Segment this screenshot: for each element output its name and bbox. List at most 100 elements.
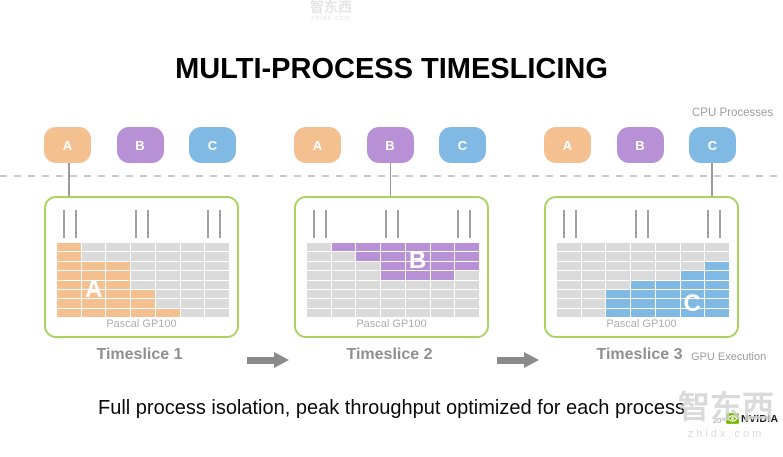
process-bubble-label: B — [385, 137, 395, 153]
gpu-cell — [180, 289, 205, 299]
gpu-cell — [405, 299, 430, 308]
gpu-cell — [430, 261, 455, 271]
gpu-cell — [680, 243, 705, 252]
gpu-grid-cells — [57, 243, 229, 317]
gpu-cell — [155, 280, 180, 289]
process-bubble-a: A — [544, 127, 591, 163]
gpu-cell — [405, 243, 430, 252]
gpu-cell — [205, 308, 229, 317]
gpu-cell — [557, 261, 581, 271]
gpu-cell — [131, 271, 155, 280]
gpu-cell — [581, 261, 606, 271]
nvidia-logo: NVIDIA — [726, 412, 778, 425]
gpu-cell — [356, 280, 381, 289]
gpu-cell — [180, 252, 205, 261]
gpu-cell — [180, 299, 205, 308]
gpu-cell — [356, 261, 381, 271]
active-process-letter: B — [408, 246, 427, 274]
gpu-cell — [131, 261, 155, 271]
gpu-cell — [180, 243, 205, 252]
gpu-cell — [57, 289, 81, 299]
gpu-cell — [557, 252, 581, 261]
queue-tick — [207, 210, 209, 238]
process-bubble-label: A — [62, 137, 73, 153]
queue-tick — [719, 210, 721, 238]
gpu-panel: C Pascal GP100 — [544, 196, 739, 338]
queue-tick — [563, 210, 565, 238]
gpu-utilization-grid: A — [57, 243, 229, 317]
gpu-cell — [356, 252, 381, 261]
queue-tick — [385, 210, 387, 238]
process-bubble-b: B — [116, 127, 164, 163]
gpu-cell — [180, 271, 205, 280]
gpu-cell — [106, 280, 131, 289]
gpu-cell — [81, 299, 106, 308]
gpu-cell — [581, 308, 606, 317]
gpu-cell — [356, 243, 381, 252]
active-process-letter: A — [85, 276, 103, 304]
gpu-cell — [57, 280, 81, 289]
page-number: 20 — [713, 416, 722, 425]
gpu-cell — [655, 289, 680, 299]
gpu-cell — [581, 243, 606, 252]
gpu-cell — [106, 299, 131, 308]
gpu-cell — [680, 261, 705, 271]
gpu-cell — [381, 308, 405, 317]
gpu-cell — [705, 289, 729, 299]
gpu-cell — [405, 289, 430, 299]
gpu-utilization-grid: C — [557, 243, 729, 317]
queue-tick — [75, 210, 77, 238]
gpu-cell — [106, 261, 131, 271]
gpu-cell — [631, 271, 655, 280]
gpu-grid-cells — [557, 243, 729, 317]
timeslice-panel-2: A B C B Pascal GP100 Timeslice 2 — [294, 0, 489, 457]
gpu-cell — [430, 252, 455, 261]
gpu-cell — [155, 271, 180, 280]
gpu-cell — [430, 308, 455, 317]
process-bubble-a: A — [44, 127, 91, 163]
gpu-cell — [331, 252, 356, 261]
gpu-cell — [631, 261, 655, 271]
process-bubbles: A B C — [44, 127, 236, 163]
gpu-cell — [655, 261, 680, 271]
gpu-cell — [430, 280, 455, 289]
process-bubble-label: A — [312, 137, 323, 153]
gpu-cell — [557, 243, 581, 252]
gpu-cell — [705, 252, 729, 261]
gpu-cell — [106, 252, 131, 261]
gpu-cell — [655, 271, 680, 280]
slide-caption: Full process isolation, peak throughput … — [98, 397, 685, 419]
cpu-gpu-divider-line — [0, 175, 783, 177]
gpu-cell — [606, 280, 631, 289]
gpu-cell — [331, 299, 356, 308]
gpu-cell — [131, 308, 155, 317]
process-bubbles: A B C — [544, 127, 736, 163]
gpu-cell — [455, 252, 479, 261]
gpu-cell — [606, 252, 631, 261]
gpu-utilization-grid: B — [307, 243, 479, 317]
gpu-cell — [205, 243, 229, 252]
gpu-cell — [106, 308, 131, 317]
queue-tick — [147, 210, 149, 238]
gpu-cell — [331, 280, 356, 289]
gpu-cell — [557, 271, 581, 280]
timeslice-label: Timeslice 3 — [596, 346, 683, 363]
gpu-cell — [455, 308, 479, 317]
gpu-cell — [655, 243, 680, 252]
process-bubble-c: C — [689, 127, 736, 163]
gpu-cell — [705, 299, 729, 308]
gpu-cell — [581, 280, 606, 289]
gpu-cell — [557, 308, 581, 317]
queue-tick — [135, 210, 137, 238]
gpu-cell — [606, 243, 631, 252]
gpu-cell — [155, 289, 180, 299]
gpu-cell — [81, 261, 106, 271]
gpu-cell — [205, 261, 229, 271]
gpu-cell — [680, 252, 705, 261]
queue-tick — [647, 210, 649, 238]
gpu-cell — [430, 271, 455, 280]
chip-label: Pascal GP100 — [356, 318, 427, 330]
gpu-cell — [557, 299, 581, 308]
gpu-cell — [455, 243, 479, 252]
gpu-cell — [307, 299, 331, 308]
